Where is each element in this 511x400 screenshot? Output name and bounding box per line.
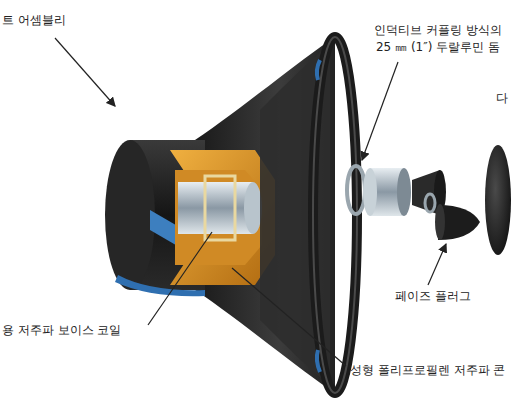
part-label: 용 저주파 보이스 코일 (2, 322, 121, 339)
part-label: 트 어셈블리 (2, 12, 66, 29)
part-label: 성형 폴리프로필렌 저주파 콘 (350, 362, 505, 379)
part-label: 다 (496, 90, 508, 107)
part-label: 페이즈 플러그 (395, 288, 471, 305)
part-label: 인덕티브 커플링 방식의 25 ㎜ (1″) 두랄루민 돔 (368, 22, 508, 57)
